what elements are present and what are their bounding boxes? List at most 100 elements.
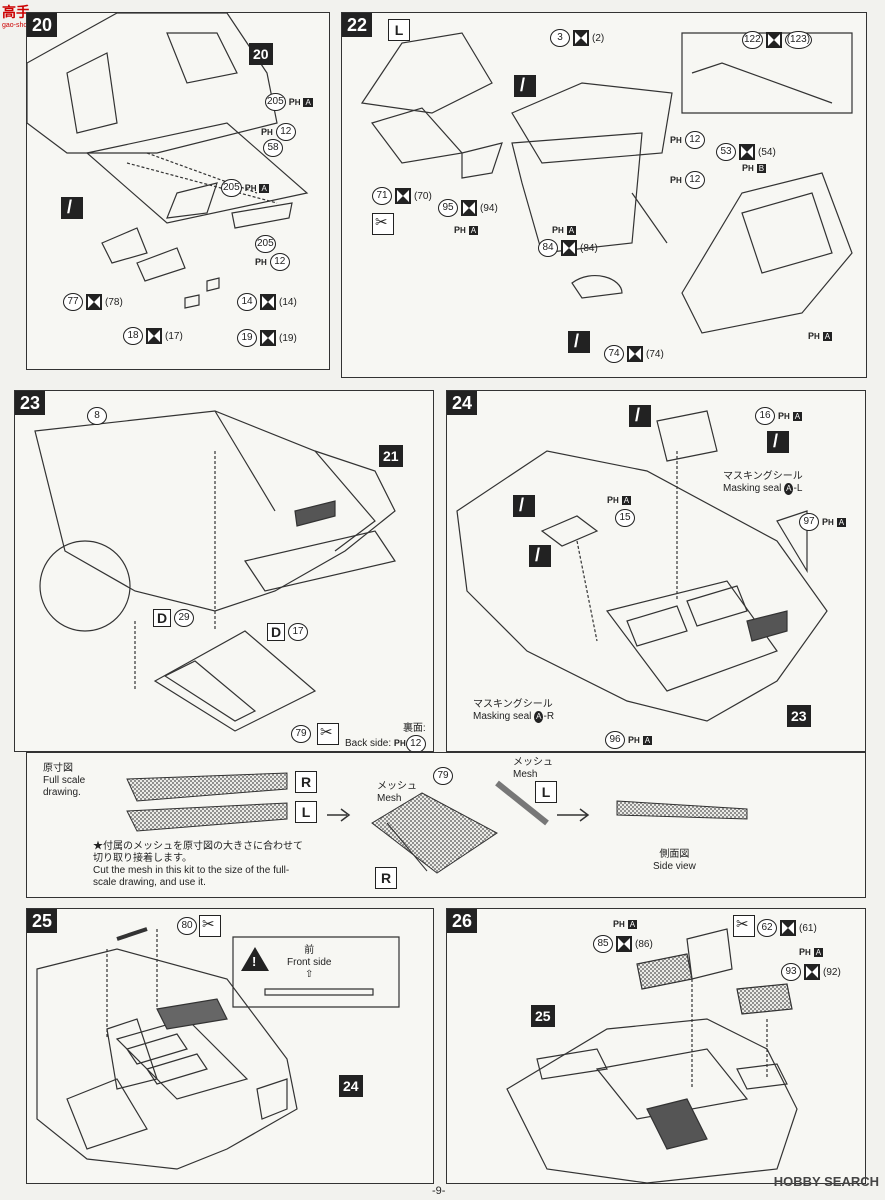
step-26-drawing [447, 909, 865, 1183]
part-label: 122(123) [742, 31, 813, 49]
side-marker-right: R [295, 771, 317, 793]
glue-icon [529, 545, 551, 567]
part-label: 15 [615, 509, 635, 527]
ref-step: 25 [531, 1005, 555, 1027]
mesh-instruction: ★付属のメッシュを原寸図の大きさに合わせて切り取り接着します。 Cut the … [93, 841, 303, 888]
step-number: 22 [342, 13, 373, 37]
glue-icon [767, 431, 789, 453]
part-label: 85(86) [593, 935, 653, 953]
pair-icon [780, 920, 796, 936]
cut-icon [199, 915, 221, 937]
ref-step: 23 [787, 705, 811, 727]
part-label: 79 [291, 725, 311, 743]
step-26-panel: 26 PHA 85(86) 62(61) PHA 93(92) 25 [446, 908, 866, 1184]
part-label: 14(14) [237, 293, 297, 311]
part-label: 58 [263, 139, 283, 157]
pair-icon [561, 240, 577, 256]
warning-icon [241, 947, 269, 971]
pair-icon [739, 144, 755, 160]
part-label: 77(78) [63, 293, 123, 311]
side-marker-left: L [535, 781, 557, 803]
pair-icon [616, 936, 632, 952]
side-marker-right: R [375, 867, 397, 889]
step-number: 20 [27, 13, 58, 37]
pair-icon [395, 188, 411, 204]
part-label: 74(74) [604, 345, 664, 363]
step-24-drawing [447, 391, 865, 751]
part-label: 3(2) [550, 29, 604, 47]
part-label: 79 [433, 767, 453, 785]
pair-icon [146, 328, 162, 344]
step-number: 23 [15, 391, 46, 415]
step-20-drawing [27, 13, 329, 369]
ref-step: 24 [339, 1075, 363, 1097]
glue-icon [513, 495, 535, 517]
pair-icon [573, 30, 589, 46]
part-label: 93(92) [781, 963, 841, 981]
ref-step: 21 [379, 445, 403, 467]
side-marker-left: L [295, 801, 317, 823]
glue-icon [568, 331, 590, 353]
pair-icon [627, 346, 643, 362]
pair-icon [461, 200, 477, 216]
step-number: 24 [447, 391, 478, 415]
step-22-drawing [342, 13, 866, 377]
step-23-drawing [15, 391, 433, 751]
pair-icon [260, 294, 276, 310]
part-label: 95(94) [438, 199, 498, 217]
step-number: 26 [447, 909, 478, 933]
warning-mark: ! [252, 954, 257, 969]
pair-icon [86, 294, 102, 310]
part-label: 84(84) [538, 239, 598, 257]
glue-icon [61, 197, 83, 219]
part-label: 80 [177, 917, 197, 935]
part-label: 53(54) [716, 143, 776, 161]
cut-icon [733, 915, 755, 937]
cut-icon [317, 723, 339, 745]
part-label: 205 [255, 235, 276, 253]
glue-icon [514, 75, 536, 97]
cut-icon [372, 213, 394, 235]
step-25-drawing [27, 909, 433, 1183]
ref-step: 20 [249, 43, 273, 65]
part-label: 19(19) [237, 329, 297, 347]
part-label: 8 [87, 407, 107, 425]
pair-icon [260, 330, 276, 346]
part-label: 18(17) [123, 327, 183, 345]
step-number: 25 [27, 909, 58, 933]
part-label: 71(70) [372, 187, 432, 205]
mesh-drawing [27, 753, 865, 897]
